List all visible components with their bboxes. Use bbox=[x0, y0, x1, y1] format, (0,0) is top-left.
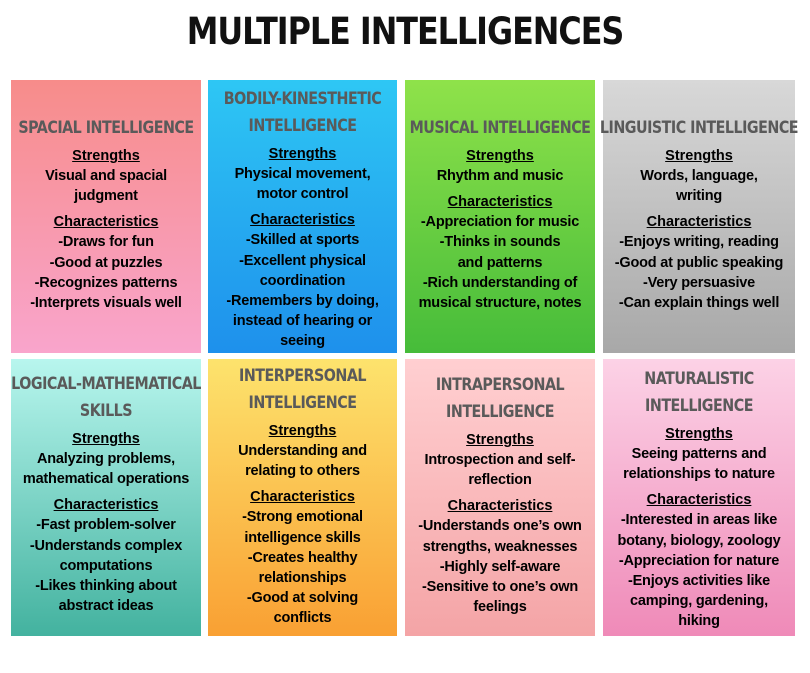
card-musical-intelligence: MUSICAL INTELLIGENCE Strengths Rhythm an… bbox=[405, 80, 595, 353]
characteristic-line: -Appreciation for music bbox=[420, 214, 580, 231]
card-title: INTELLIGENCE bbox=[248, 393, 357, 413]
strengths-label: Strengths bbox=[466, 432, 534, 448]
characteristic-line: -Recognizes patterns bbox=[34, 274, 178, 291]
characteristic-line: -Good at puzzles bbox=[49, 254, 163, 271]
card-title: INTELLIGENCE bbox=[645, 396, 753, 416]
strengths-label: Strengths bbox=[72, 431, 140, 447]
characteristic-line: -Thinks in sounds bbox=[439, 234, 561, 251]
characteristic-line: conflicts bbox=[273, 610, 332, 627]
characteristic-line: seeing bbox=[280, 333, 325, 350]
strength-line: Rhythm and music bbox=[436, 168, 564, 184]
strength-line: mathematical operations bbox=[22, 471, 190, 488]
strength-line: Understanding and bbox=[238, 443, 367, 459]
strength-line: Seeing patterns and bbox=[631, 446, 767, 462]
card-title: INTERPERSONAL bbox=[239, 366, 366, 386]
characteristic-line: abstract ideas bbox=[58, 598, 154, 615]
card-title: BODILY-KINESTHETIC bbox=[223, 89, 382, 109]
characteristics-label: Characteristics bbox=[447, 498, 553, 515]
characteristics-label: Characteristics bbox=[646, 492, 752, 509]
strength-line: reflection bbox=[468, 472, 532, 489]
characteristic-line: -Enjoys activities like bbox=[627, 573, 771, 590]
card-title: SKILLS bbox=[79, 401, 133, 421]
characteristic-line: -Enjoys writing, reading bbox=[619, 234, 779, 251]
characteristic-line: -Strong emotional bbox=[242, 509, 363, 526]
characteristic-line: coordination bbox=[259, 272, 346, 289]
characteristic-line: -Excellent physical bbox=[239, 252, 366, 269]
characteristic-line: intelligence skills bbox=[244, 529, 361, 546]
strength-line: relating to others bbox=[245, 463, 360, 480]
card-interpersonal-intelligence: INTERPERSONAL INTELLIGENCE Strengths Und… bbox=[208, 359, 397, 636]
characteristics-label: Characteristics bbox=[53, 497, 159, 514]
characteristic-line: -Appreciation for nature bbox=[618, 552, 780, 569]
strength-line: judgment bbox=[74, 188, 138, 205]
card-title: MUSICAL INTELLIGENCE bbox=[409, 118, 591, 138]
characteristic-line: -Good at public speaking bbox=[614, 254, 784, 271]
strengths-label: Strengths bbox=[665, 426, 733, 442]
characteristic-line: -Interprets visuals well bbox=[30, 295, 182, 312]
characteristics-label: Characteristics bbox=[53, 214, 159, 231]
characteristics-label: Characteristics bbox=[447, 194, 553, 211]
card-naturalistic-intelligence: NATURALISTIC INTELLIGENCE Strengths Seei… bbox=[603, 359, 795, 636]
characteristic-line: -Highly self-aware bbox=[439, 558, 561, 575]
card-intrapersonal-intelligence: INTRAPERSONAL INTELLIGENCE Strengths Int… bbox=[405, 359, 595, 636]
card-title: NATURALISTIC bbox=[644, 369, 754, 389]
strengths-label: Strengths bbox=[268, 423, 337, 439]
page-title: MULTIPLE INTELLIGENCES bbox=[186, 10, 625, 53]
strengths-label: Strengths bbox=[268, 146, 337, 162]
characteristic-line: botany, biology, zoology bbox=[617, 532, 781, 549]
characteristic-line: feelings bbox=[473, 599, 527, 616]
characteristic-line: -Rich understanding of bbox=[422, 274, 578, 291]
card-linguistic-intelligence: LINGUISTIC INTELLIGENCE Strengths Words,… bbox=[600, 80, 799, 353]
characteristic-line: -Sensitive to one’s own bbox=[422, 579, 578, 596]
strength-line: relationships to nature bbox=[623, 466, 775, 483]
card-bodily-kinesthetic-intelligence: BODILY-KINESTHETIC INTELLIGENCE Strength… bbox=[208, 80, 397, 353]
card-title: SPACIAL INTELLIGENCE bbox=[18, 118, 194, 138]
card-spacial-intelligence: SPACIAL INTELLIGENCE Strengths Visual an… bbox=[11, 80, 201, 353]
card-logical-mathematical-skills: LOGICAL-MATHEMATICAL SKILLS Strengths An… bbox=[11, 359, 201, 636]
characteristic-line: -Creates healthy bbox=[247, 549, 358, 566]
characteristic-line: -Remembers by doing, bbox=[226, 293, 379, 310]
strength-line: Words, language, bbox=[640, 168, 758, 184]
strengths-label: Strengths bbox=[72, 148, 140, 164]
characteristics-label: Characteristics bbox=[250, 212, 355, 229]
characteristic-line: instead of hearing or bbox=[232, 313, 373, 330]
characteristic-line: -Skilled at sports bbox=[245, 232, 360, 249]
characteristic-line: -Can explain things well bbox=[618, 295, 780, 312]
card-title: INTRAPERSONAL bbox=[435, 375, 565, 395]
characteristic-line: -Fast problem-solver bbox=[36, 517, 176, 534]
strength-line: writing bbox=[675, 188, 723, 205]
strength-line: Visual and spacial bbox=[45, 168, 167, 184]
card-title: LOGICAL-MATHEMATICAL bbox=[11, 374, 201, 394]
strength-line: Physical movement, bbox=[234, 166, 371, 182]
characteristic-line: strengths, weaknesses bbox=[422, 538, 578, 555]
card-title: LINGUISTIC INTELLIGENCE bbox=[599, 118, 799, 138]
strength-line: motor control bbox=[256, 186, 349, 203]
characteristic-line: camping, gardening, bbox=[630, 593, 768, 610]
strength-line: Analyzing problems, bbox=[37, 451, 175, 467]
characteristic-line: -Very persuasive bbox=[642, 274, 756, 291]
characteristic-line: -Likes thinking about bbox=[35, 578, 177, 595]
strength-line: Introspection and self- bbox=[424, 452, 576, 468]
strengths-label: Strengths bbox=[466, 148, 534, 164]
strengths-label: Strengths bbox=[665, 148, 733, 164]
card-title: INTELLIGENCE bbox=[446, 402, 554, 422]
characteristic-line: -Understands complex bbox=[29, 537, 183, 554]
card-title: INTELLIGENCE bbox=[248, 116, 357, 136]
characteristic-line: -Understands one’s own bbox=[418, 518, 582, 535]
characteristic-line: -Good at solving bbox=[246, 590, 359, 607]
characteristic-line: computations bbox=[59, 557, 153, 574]
characteristics-label: Characteristics bbox=[250, 489, 355, 506]
characteristic-line: relationships bbox=[258, 570, 347, 587]
characteristic-line: musical structure, notes bbox=[418, 295, 582, 312]
characteristic-line: -Draws for fun bbox=[58, 234, 154, 251]
characteristic-line: hiking bbox=[678, 613, 720, 630]
characteristic-line: -Interested in areas like bbox=[620, 512, 778, 529]
characteristic-line: and patterns bbox=[457, 254, 543, 271]
characteristics-label: Characteristics bbox=[646, 214, 752, 231]
